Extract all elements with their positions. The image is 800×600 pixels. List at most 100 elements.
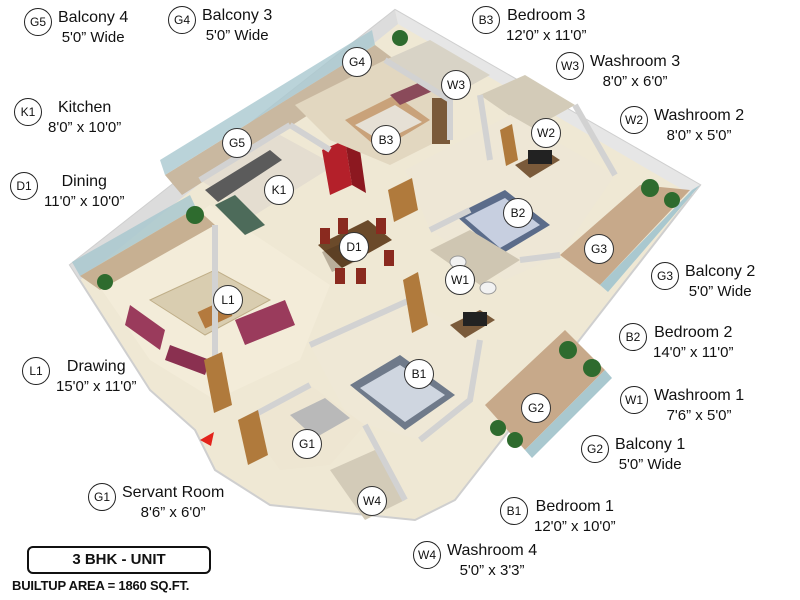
- balcony-1-deck: [485, 330, 605, 450]
- washroom-2-floor: [480, 75, 575, 130]
- legend-dim: 5'0” Wide: [688, 283, 752, 300]
- legend-washroom-3: W3 Washroom 3 8'0” x 6'0”: [556, 52, 680, 92]
- marker-B3: B3: [371, 125, 401, 155]
- marker-G5: G5: [222, 128, 252, 158]
- tv-unit-icon: [450, 310, 495, 338]
- legend-name: Kitchen: [57, 99, 112, 116]
- doors: [204, 124, 518, 465]
- legend-name: Bedroom 3: [507, 7, 586, 24]
- legend-name: Balcony 4: [58, 9, 129, 26]
- legend-name: Dining: [61, 173, 107, 190]
- legend-code: B1: [500, 497, 528, 525]
- legend-name: Washroom 2: [654, 107, 745, 124]
- legend-name: Washroom 3: [590, 53, 681, 70]
- legend-washroom-4: W4 Washroom 4 5'0” x 3'3”: [413, 541, 537, 581]
- legend-balcony-3: G4 Balcony 3 5'0” Wide: [168, 6, 272, 46]
- marker-W2: W2: [531, 118, 561, 148]
- tv-unit-icon: [515, 150, 560, 178]
- marker-L1: L1: [213, 285, 243, 315]
- marker-G3: G3: [584, 234, 614, 264]
- legend-washroom-2: W2 Washroom 2 8'0” x 5'0”: [620, 106, 744, 146]
- marker-K1: K1: [264, 175, 294, 205]
- drawing-deck: [80, 208, 215, 290]
- marker-G4: G4: [342, 47, 372, 77]
- legend-dim: 5'0” x 3'3”: [459, 562, 525, 579]
- washroom-1-floor: [430, 230, 520, 285]
- balcony-2-glass: [600, 185, 700, 292]
- legend-code: W1: [620, 386, 648, 414]
- refrigerator-icon: [322, 140, 366, 195]
- sofa-icon: [125, 300, 295, 375]
- legend-balcony-2: G3 Balcony 2 5'0” Wide: [651, 262, 755, 302]
- legend-dim: 5'0” Wide: [61, 29, 125, 46]
- interior-walls: [198, 57, 618, 502]
- legend-dim: 8'0” x 6'0”: [602, 73, 668, 90]
- legend-dim: 11'0” x 10'0”: [44, 193, 125, 210]
- legend-dim: 12'0” x 10'0”: [534, 518, 616, 535]
- legend-code: B3: [472, 6, 500, 34]
- legend-code: B2: [619, 323, 647, 351]
- legend-kitchen: K1 Kitchen 8'0” x 10'0”: [14, 98, 121, 138]
- legend-dim: 15'0” x 11'0”: [56, 378, 137, 395]
- legend-name: Drawing: [66, 358, 126, 375]
- legend-balcony-1: G2 Balcony 1 5'0” Wide: [581, 435, 685, 475]
- bed-icon: [290, 398, 350, 438]
- entry-arrow-icon: [200, 432, 214, 446]
- legend-name: Balcony 3: [202, 7, 273, 24]
- bed-icon: [455, 190, 550, 255]
- marker-W3: W3: [441, 70, 471, 100]
- kitchen-counter: [205, 150, 282, 202]
- legend-bedroom-3: B3 Bedroom 3 12'0” x 11'0”: [472, 6, 587, 46]
- legend-code: G5: [24, 8, 52, 36]
- legend-code: L1: [22, 357, 50, 385]
- marker-G2: G2: [521, 393, 551, 423]
- legend-dim: 8'0” x 5'0”: [666, 127, 732, 144]
- legend-dim: 5'0” Wide: [205, 27, 269, 44]
- legend-dim: 7'6” x 5'0”: [666, 407, 732, 424]
- legend-dim: 12'0” x 11'0”: [506, 27, 587, 44]
- balcony-3-4-deck: [165, 45, 395, 195]
- legend-name: Bedroom 1: [535, 498, 614, 515]
- potted-plant-icon: [97, 30, 680, 448]
- legend-code: G2: [581, 435, 609, 463]
- legend-dim: 14'0” x 11'0”: [653, 344, 734, 361]
- legend-name: Servant Room: [122, 484, 225, 501]
- marker-W4: W4: [357, 486, 387, 516]
- marker-B2: B2: [503, 198, 533, 228]
- marker-W1: W1: [445, 265, 475, 295]
- builtup-area-label: BUILTUP AREA = 1860 SQ.FT.: [12, 578, 190, 593]
- marker-G1: G1: [292, 429, 322, 459]
- balcony-3-4-glass: [160, 30, 375, 175]
- marker-B1: B1: [404, 359, 434, 389]
- unit-type-label: 3 BHK - UNIT: [27, 546, 211, 574]
- legend-bedroom-1: B1 Bedroom 1 12'0” x 10'0”: [500, 497, 616, 537]
- legend-code: W3: [556, 52, 584, 80]
- legend-code: W2: [620, 106, 648, 134]
- legend-name: Balcony 1: [615, 436, 686, 453]
- legend-name: Washroom 1: [654, 387, 745, 404]
- legend-dim: 8'0” x 10'0”: [48, 119, 122, 136]
- legend-name: Washroom 4: [447, 542, 538, 559]
- legend-code: G3: [651, 262, 679, 290]
- legend-code: G1: [88, 483, 116, 511]
- legend-balcony-4: G5 Balcony 4 5'0” Wide: [24, 8, 128, 48]
- legend-servant-room: G1 Servant Room 8'6” x 6'0”: [88, 483, 224, 523]
- legend-name: Bedroom 2: [654, 324, 733, 341]
- marker-D1: D1: [339, 232, 369, 262]
- legend-code: G4: [168, 6, 196, 34]
- legend-bedroom-2: B2 Bedroom 2 14'0” x 11'0”: [619, 323, 734, 363]
- drawing-glass-wall: [72, 195, 196, 276]
- balcony-1-glass: [525, 370, 612, 458]
- legend-code: D1: [10, 172, 38, 200]
- kitchen-floor: [200, 135, 335, 215]
- legend-drawing: L1 Drawing 15'0” x 11'0”: [22, 357, 137, 397]
- legend-name: Balcony 2: [685, 263, 756, 280]
- wardrobe-b3: [432, 98, 450, 144]
- legend-dim: 5'0” Wide: [618, 456, 682, 473]
- bed-icon: [350, 355, 455, 430]
- legend-dim: 8'6” x 6'0”: [140, 504, 206, 521]
- legend-code: K1: [14, 98, 42, 126]
- kitchen-counter-side: [215, 195, 265, 235]
- drawing-room-rug: [148, 269, 272, 336]
- legend-code: W4: [413, 541, 441, 569]
